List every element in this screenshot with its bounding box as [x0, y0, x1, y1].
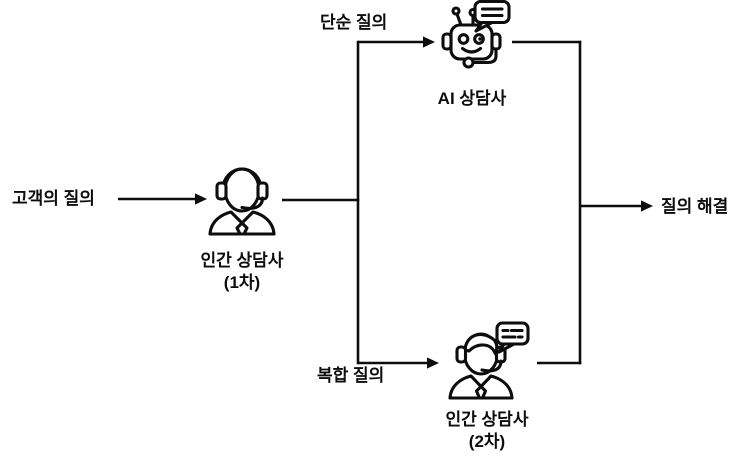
chat-bubble-icon	[494, 321, 530, 354]
edge-branch-to-human2	[358, 357, 439, 369]
node-ai-agent: AI 상담사	[397, 0, 547, 110]
node-label: 인간 상담사	[200, 251, 284, 270]
simple-query-edge-label: 단순 질의	[320, 13, 388, 32]
node-sublabel: (2차)	[468, 432, 506, 451]
customer-query-label: 고객의 질의	[12, 189, 95, 208]
node-human-agent-2: 인간 상담사 (2차)	[412, 320, 562, 453]
edge-branch-to-ai	[358, 36, 435, 48]
complex-query-edge-label: 복합 질의	[317, 366, 385, 385]
query-resolution-label: 질의 해결	[661, 197, 729, 216]
headset-agent-icon	[167, 160, 317, 240]
node-sublabel: (1차)	[223, 273, 261, 292]
node-human-agent-1: 인간 상담사 (1차)	[167, 160, 317, 294]
headset-agent-chat-icon	[412, 320, 562, 405]
robot-agent-icon	[397, 0, 547, 80]
node-label: 인간 상담사	[445, 410, 529, 429]
edge-customer-to-human1	[118, 193, 207, 205]
edge-merge-to-resolution	[580, 200, 653, 212]
node-label: AI 상담사	[437, 89, 507, 108]
chat-bubble-icon	[473, 0, 511, 33]
